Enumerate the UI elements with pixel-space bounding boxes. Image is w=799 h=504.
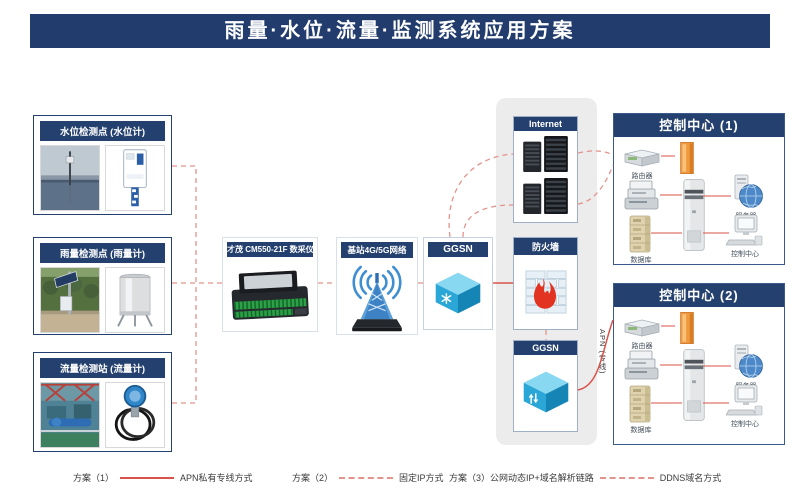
ggsn-cube-icon	[523, 371, 568, 412]
internet-box: Internet	[513, 116, 578, 223]
workstation-label: 控制中心	[731, 421, 759, 428]
database-label: 数据库	[630, 257, 652, 264]
legend: 方案（1） APN私有专线方式 方案（2） 固定IP方式 方案（3）公网动态IP…	[0, 471, 799, 489]
firewall-box: 防火墙	[513, 237, 578, 330]
ggsn-cube-icon	[435, 272, 481, 314]
firewall-appliance-icon	[680, 311, 694, 345]
legend-1-name: 方案（1）	[73, 473, 115, 483]
legend-item-2: 方案（2） 固定IP方式	[292, 471, 444, 484]
workstation-label: 控制中心	[731, 251, 759, 258]
rain-gauge-image	[105, 267, 165, 333]
flow-meter-image	[105, 382, 165, 448]
database-label: 数据库	[630, 427, 652, 434]
router-icon	[624, 319, 660, 337]
legend-1-line	[120, 476, 175, 479]
server-stack-icon	[624, 350, 659, 380]
flow-station-box: 流量检测站 (流量计)	[33, 352, 172, 452]
workstation-icon	[726, 384, 763, 416]
water-level-station-title: 水位检测点 (水位计)	[40, 121, 165, 141]
water-level-gauge-image	[105, 145, 165, 211]
base-station-box: 基站4G/5G网络	[336, 237, 418, 335]
ggsn-bottom-box: GGSN	[513, 340, 578, 432]
legend-item-1: 方案（1） APN私有专线方式	[73, 471, 253, 484]
rain-site-photo	[40, 267, 100, 333]
flow-site-photo	[40, 382, 100, 448]
server-rack-icon	[522, 177, 568, 215]
ggsn-left-box: GGSN	[423, 237, 493, 330]
base-station-title: 基站4G/5G网络	[341, 242, 413, 258]
web-server-icon	[734, 344, 763, 378]
control-center-2: 控制中心 (2) 路由器 服务器 数据库 控制中心	[613, 283, 785, 445]
workstation-icon	[726, 214, 763, 246]
ggsn-left-title: GGSN	[428, 242, 488, 257]
legend-2-desc: 固定IP方式	[399, 473, 444, 483]
apn-link-label: APN (专线)	[598, 329, 607, 375]
database-icon	[629, 215, 651, 253]
legend-3-line	[599, 476, 654, 479]
data-collector-box: 才茂 CM550-21F 数采仪	[222, 237, 318, 332]
cell-tower-icon	[350, 265, 404, 333]
page-title: 雨量·水位·流量·监测系统应用方案	[30, 14, 770, 48]
ggsn-bottom-title: GGSN	[514, 341, 577, 355]
firewall-appliance-icon	[680, 141, 694, 175]
tower-server-icon	[683, 179, 705, 251]
legend-3-name: 方案（3）公网动态IP+域名解析链路	[449, 473, 594, 483]
server-rack-icon	[522, 135, 568, 173]
rain-station-title: 雨量检测点 (雨量计)	[40, 243, 165, 263]
data-collector-title: 才茂 CM550-21F 数采仪	[227, 242, 313, 257]
control-center-1-title: 控制中心 (1)	[614, 114, 784, 137]
firewall-title: 防火墙	[514, 238, 577, 255]
server-stack-icon	[624, 180, 659, 210]
water-level-site-photo	[40, 145, 100, 211]
tower-server-icon	[683, 349, 705, 421]
legend-item-3: 方案（3）公网动态IP+域名解析链路 DDNS域名方式	[449, 471, 721, 484]
control-center-2-title: 控制中心 (2)	[614, 284, 784, 307]
rain-station-box: 雨量检测点 (雨量计)	[33, 237, 172, 335]
legend-3-desc: DDNS域名方式	[659, 473, 722, 483]
flow-station-title: 流量检测站 (流量计)	[40, 358, 165, 378]
router-label: 路由器	[631, 343, 653, 350]
database-icon	[629, 385, 651, 423]
firewall-icon	[524, 270, 567, 314]
control-center-1: 控制中心 (1) 路由器 服务器 数据库 控制中心	[613, 113, 785, 265]
internet-title: Internet	[514, 117, 577, 131]
router-icon	[624, 149, 660, 167]
water-level-station-box: 水位检测点 (水位计)	[33, 115, 172, 215]
web-server-icon	[734, 174, 763, 208]
legend-1-desc: APN私有专线方式	[180, 473, 253, 483]
legend-2-name: 方案（2）	[292, 473, 334, 483]
router-label: 路由器	[631, 173, 653, 180]
legend-2-line	[339, 476, 394, 479]
data-collector-icon	[224, 262, 316, 326]
